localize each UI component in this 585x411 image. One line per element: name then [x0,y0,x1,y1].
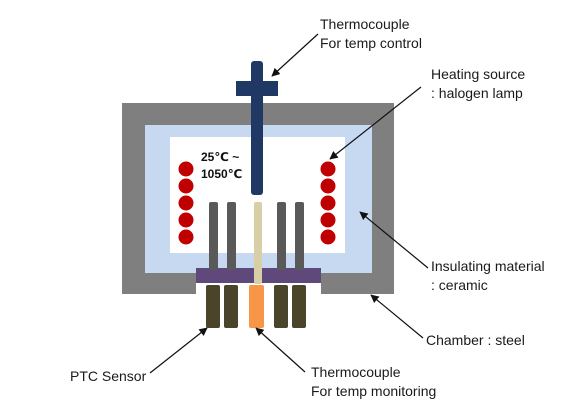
temperature-range-line1: 25℃ ~ [201,150,239,164]
arrow-chamber [370,294,424,339]
halogen-lamp [320,178,336,194]
arrow-heating-source [329,86,422,160]
label-insulating-material-line1: Insulating material [431,258,545,274]
ptc-sensor-leg [274,285,288,328]
halogen-lamp [320,229,336,245]
label-heating-source-line2: : halogen lamp [431,85,523,101]
halogen-lamp [178,195,194,211]
ptc-sensor-rod [227,202,236,270]
arrow-thermocouple-control [271,33,319,77]
halogen-lamp [320,212,336,228]
label-heating-source-line1: Heating source [431,66,525,82]
halogen-lamp [320,195,336,211]
thermocouple-control-flange [236,81,278,96]
halogen-lamp [178,178,194,194]
halogen-lamps-left [178,161,194,245]
label-insulating-material-line2: : ceramic [431,277,488,293]
ptc-sensor-leg [292,285,306,328]
label-thermocouple-monitoring-line2: For temp monitoring [311,383,436,399]
ptc-sensor-leg [206,285,220,328]
label-chamber: Chamber : steel [426,332,525,348]
label-ptc-sensor: PTC Sensor [70,368,147,384]
label-thermocouple-control-line2: For temp control [320,35,422,51]
ptc-sensor-rod [277,202,286,270]
halogen-lamp [178,229,194,245]
ptc-sensor-rods [206,202,306,328]
temperature-range-line2: 1050℃ [201,167,242,181]
ptc-sensor-leg [224,285,238,328]
arrow-thermocouple-monitoring [255,327,306,373]
thermocouple-monitor-rod [254,202,262,284]
halogen-lamp [178,161,194,177]
halogen-lamp [320,161,336,177]
halogen-lamp [178,212,194,228]
arrow-insulating-material [359,211,429,269]
ptc-sensor-rod [295,202,304,270]
arrow-ptc-sensor [149,327,208,374]
halogen-lamps-right [320,161,336,245]
ptc-sensor-rod [209,202,218,270]
label-thermocouple-monitoring-line1: Thermocouple [311,364,401,380]
label-thermocouple-control-line1: Thermocouple [320,16,410,32]
thermocouple-monitor-leg [249,285,264,328]
